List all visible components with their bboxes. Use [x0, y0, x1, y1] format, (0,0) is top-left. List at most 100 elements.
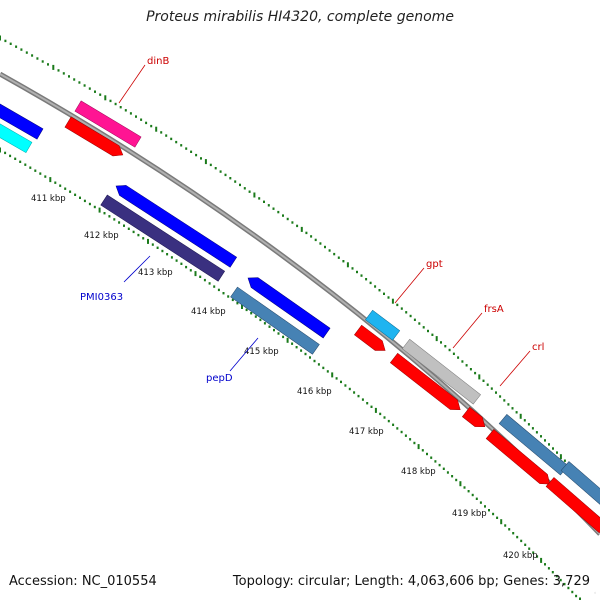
minor-tick: [438, 463, 441, 467]
minor-tick: [208, 282, 211, 285]
minor-tick: [499, 395, 502, 398]
major-tick: [49, 177, 52, 183]
minor-tick: [504, 524, 507, 527]
gene-label-PMI0363[interactable]: PMI0363: [80, 292, 123, 303]
gene-feature-blue-long[interactable]: [113, 181, 238, 268]
gene-feature-red-6[interactable]: [545, 477, 600, 537]
minor-tick: [322, 366, 325, 370]
major-tick: [459, 481, 462, 487]
minor-tick: [282, 214, 284, 217]
minor-tick: [78, 81, 81, 84]
minor-tick: [342, 260, 345, 263]
minor-tick: [461, 360, 464, 363]
gene-feature-frsA[interactable]: [401, 338, 481, 405]
gene-feature-blue-2[interactable]: [245, 273, 331, 339]
minor-tick: [185, 147, 188, 150]
gene-feature-pepD[interactable]: [230, 286, 320, 355]
gene-feature-red-1[interactable]: [64, 116, 126, 160]
gene-feature-gpt[interactable]: [365, 309, 401, 341]
minor-tick: [333, 252, 336, 256]
minor-tick: [239, 183, 241, 187]
minor-tick: [268, 325, 271, 328]
minor-tick: [405, 311, 408, 314]
minor-tick: [452, 352, 455, 355]
minor-tick: [114, 102, 117, 106]
minor-tick: [135, 115, 137, 118]
major-tick: [300, 226, 303, 232]
minor-tick: [455, 478, 458, 482]
kbp-label-414: 414 kbp: [191, 307, 226, 317]
minor-tick: [190, 150, 193, 153]
minor-tick: [374, 285, 377, 288]
minor-tick: [532, 551, 535, 554]
minor-tick: [490, 387, 493, 390]
minor-tick: [39, 172, 42, 175]
gene-feature-dinB[interactable]: [74, 100, 142, 148]
kbp-label-412: 412 kbp: [84, 231, 119, 241]
minor-tick: [305, 231, 308, 235]
minor-tick: [324, 245, 326, 249]
minor-tick: [351, 267, 354, 270]
minor-tick: [9, 154, 12, 158]
minor-tick: [418, 322, 421, 325]
major-tick: [478, 374, 481, 380]
gene-feature-cyan-left[interactable]: [0, 119, 33, 154]
gene-feature-red-5[interactable]: [485, 429, 553, 488]
gene-label-frsA[interactable]: frsA: [484, 304, 504, 315]
major-tick: [0, 35, 1, 41]
minor-tick: [62, 72, 65, 75]
minor-tick: [258, 197, 261, 200]
minor-tick: [277, 332, 280, 335]
minor-tick: [366, 402, 369, 405]
minor-tick: [203, 278, 206, 282]
minor-tick: [396, 303, 399, 307]
major-tick: [435, 336, 438, 342]
minor-tick: [552, 447, 554, 450]
gene-label-crl[interactable]: crl: [532, 342, 544, 353]
minor-tick: [263, 322, 266, 325]
minor-tick: [356, 270, 358, 274]
minor-tick: [379, 412, 382, 416]
minor-tick: [353, 391, 356, 394]
major-tick: [391, 298, 394, 304]
minor-tick: [103, 212, 106, 215]
kbp-label-413: 413 kbp: [138, 268, 173, 278]
major-tick: [500, 519, 503, 525]
minor-tick: [544, 439, 546, 442]
minor-tick: [484, 505, 486, 508]
minor-tick: [31, 54, 34, 57]
map-title: Proteus mirabilis HI4320, complete genom…: [146, 9, 454, 25]
minor-tick: [250, 312, 253, 315]
minor-tick: [47, 63, 49, 66]
gene-label-gpt[interactable]: gpt: [426, 259, 443, 270]
minor-tick: [469, 368, 472, 371]
gene-label-pepD[interactable]: pepD: [206, 373, 233, 384]
minor-tick: [474, 371, 477, 375]
minor-tick: [145, 121, 148, 125]
minor-tick: [378, 289, 381, 292]
minor-tick: [340, 380, 342, 384]
minor-tick: [431, 333, 434, 336]
minor-tick: [19, 160, 22, 163]
gene-feature-red-2[interactable]: [354, 324, 388, 355]
minor-tick: [9, 42, 12, 45]
minor-tick: [544, 563, 546, 566]
minor-tick: [508, 528, 511, 531]
gene-feature-blue-left[interactable]: [0, 102, 44, 140]
gene-feature-PMI0363[interactable]: [100, 194, 226, 282]
minor-tick: [422, 326, 425, 329]
major-tick: [331, 372, 334, 378]
gene-feature-red-3[interactable]: [389, 352, 464, 414]
minor-tick: [413, 441, 416, 445]
major-tick: [147, 238, 149, 244]
minor-tick: [57, 69, 60, 72]
minor-tick: [170, 137, 173, 141]
gene-label-dinB[interactable]: dinB: [147, 56, 169, 67]
minor-tick: [511, 407, 514, 410]
minor-tick: [254, 315, 257, 318]
minor-tick: [15, 45, 18, 48]
gene-feature-red-4[interactable]: [461, 406, 488, 431]
gene-feature-steelblue-right[interactable]: [560, 461, 600, 511]
minor-tick: [444, 345, 447, 348]
minor-tick: [272, 207, 275, 210]
